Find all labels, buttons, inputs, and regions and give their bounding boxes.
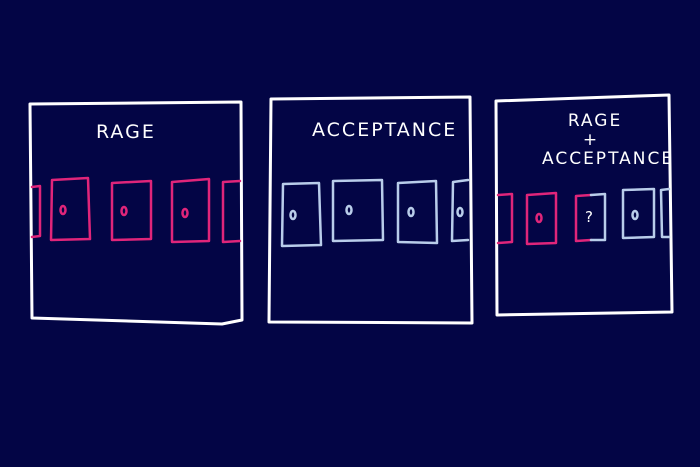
panel-3-frame bbox=[494, 93, 674, 317]
door-3-right-half bbox=[589, 192, 607, 242]
door-4 bbox=[450, 178, 470, 243]
door-2 bbox=[49, 176, 92, 242]
panel-1-title: RAGE bbox=[96, 121, 156, 143]
question-mark: ? bbox=[585, 208, 593, 226]
panel-3-title-line-3: ACCEPTANCE bbox=[542, 149, 675, 169]
door-knob bbox=[59, 204, 67, 216]
door-4 bbox=[170, 177, 211, 244]
door-knob bbox=[345, 204, 353, 216]
panel-3-title: RAGE + ACCEPTANCE bbox=[542, 110, 675, 170]
panel-1-frame bbox=[28, 100, 244, 326]
panel-2-frame bbox=[267, 95, 474, 325]
door-3 bbox=[396, 179, 439, 245]
door-2 bbox=[525, 191, 558, 246]
door-1 bbox=[496, 192, 514, 245]
door-1 bbox=[30, 184, 42, 239]
door-1 bbox=[280, 181, 323, 248]
acceptance-doors bbox=[280, 178, 470, 248]
door-knob bbox=[289, 209, 297, 221]
door-knob bbox=[181, 207, 189, 219]
door-knob bbox=[120, 205, 128, 217]
door-knob bbox=[456, 206, 464, 218]
rage-doors bbox=[30, 176, 242, 244]
door-4 bbox=[621, 187, 656, 240]
panel-2-title: ACCEPTANCE bbox=[312, 119, 458, 141]
door-2 bbox=[331, 178, 385, 243]
door-knob bbox=[407, 206, 415, 218]
door-3-left-half bbox=[574, 193, 593, 243]
door-5 bbox=[659, 187, 671, 239]
door-knob bbox=[631, 209, 639, 221]
panel-3-title-plus: + bbox=[582, 130, 600, 150]
panel-3-title-line-1: RAGE bbox=[567, 111, 623, 131]
mixed-doors-acceptance bbox=[589, 187, 671, 242]
door-knob bbox=[535, 212, 543, 224]
door-5 bbox=[221, 179, 242, 244]
door-3 bbox=[110, 179, 153, 242]
mixed-doors-rage bbox=[496, 191, 593, 246]
